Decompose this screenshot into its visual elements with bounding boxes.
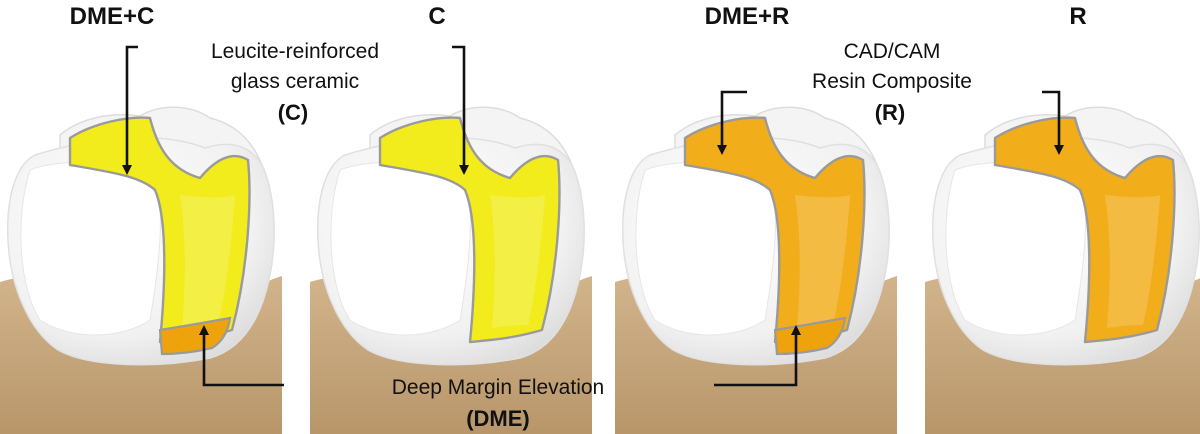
buccal-cusp bbox=[945, 161, 1086, 336]
restoration-highlight bbox=[490, 195, 545, 328]
leader-arrows bbox=[122, 45, 1064, 387]
buccal-cusp bbox=[635, 161, 776, 336]
panel-title-c: C bbox=[428, 3, 445, 30]
dme-layer bbox=[773, 316, 847, 356]
arrow-resin-dme-r bbox=[717, 90, 747, 155]
dme-layer bbox=[158, 316, 232, 356]
resin-label-line2: Resin Composite bbox=[812, 70, 972, 93]
tooth-panel-4 bbox=[925, 106, 1200, 434]
buccal-cusp bbox=[330, 161, 471, 336]
tooth-panel-1 bbox=[0, 106, 282, 434]
tooth-panel-2 bbox=[310, 106, 592, 434]
ceramic-annotation: Leucite-reinforced glass ceramic (C) bbox=[211, 40, 379, 125]
dme-label-line1: Deep Margin Elevation bbox=[392, 376, 604, 399]
resin-annotation: CAD/CAM Resin Composite (R) bbox=[812, 40, 972, 125]
ceramic-label-line1: Leucite-reinforced bbox=[211, 40, 379, 63]
arrow-dme-dme-c bbox=[199, 325, 284, 387]
arrow-ceramic-c bbox=[452, 45, 469, 175]
resin-restoration bbox=[993, 116, 1176, 344]
restoration-highlight bbox=[1105, 195, 1160, 328]
arrow-ceramic-dme-c bbox=[122, 45, 138, 175]
ceramic-label-line2: glass ceramic bbox=[231, 70, 359, 93]
ceramic-restoration bbox=[68, 116, 251, 344]
panel-title-dme-c: DME+C bbox=[70, 3, 155, 30]
resin-label-line1: CAD/CAM bbox=[844, 40, 941, 63]
panel-title-r: R bbox=[1069, 3, 1086, 30]
restoration-highlight bbox=[180, 195, 235, 328]
arrow-dme-dme-r bbox=[714, 325, 801, 387]
tooth-panel-3 bbox=[615, 106, 897, 434]
panel-title-dme-r: DME+R bbox=[705, 3, 790, 30]
ceramic-label-abbr: (C) bbox=[278, 100, 309, 125]
resin-label-abbr: (R) bbox=[875, 100, 906, 125]
dme-label-abbr: (DME) bbox=[466, 406, 530, 431]
restoration-highlight bbox=[795, 195, 850, 328]
arrow-resin-r bbox=[1042, 90, 1064, 155]
resin-restoration bbox=[683, 116, 866, 344]
buccal-cusp bbox=[20, 161, 161, 336]
dme-annotation: Deep Margin Elevation (DME) bbox=[392, 376, 604, 431]
